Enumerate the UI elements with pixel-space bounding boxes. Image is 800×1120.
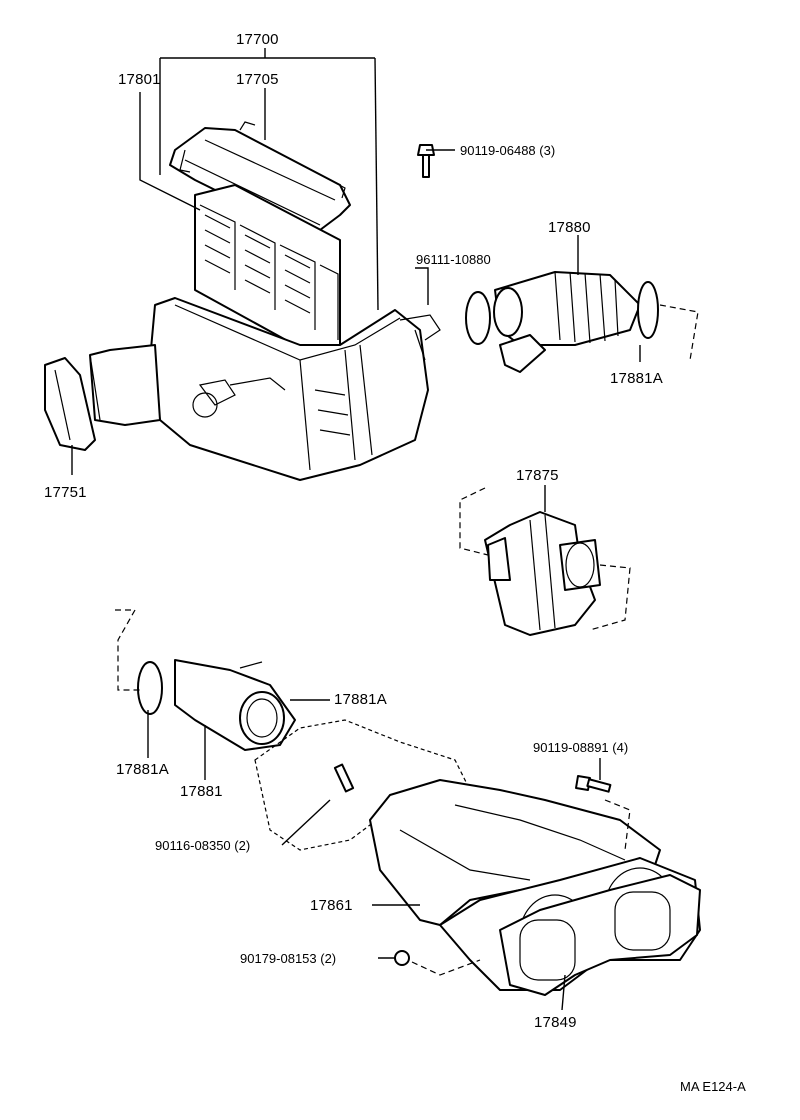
label-90119-06488: 90119-06488 (3): [460, 143, 555, 158]
air-inlet-17751: [44, 344, 161, 451]
label-17881a-left: 17881A: [116, 761, 169, 778]
air-filter-element-17801: [194, 184, 341, 346]
gasket-17849: [499, 874, 701, 996]
air-cleaner-cap-17705: [169, 121, 351, 233]
resonator-17875: [484, 511, 601, 636]
label-17881: 17881: [180, 783, 223, 800]
label-96111-10880: 96111-10880: [416, 252, 491, 267]
label-17751: 17751: [44, 484, 87, 501]
label-17881a-mid: 17881A: [334, 691, 387, 708]
label-17875: 17875: [516, 467, 559, 484]
label-90116-08350: 90116-08350 (2): [155, 838, 250, 853]
label-90119-08891: 90119-08891 (4): [533, 740, 628, 755]
dashed-alignment-lines: [115, 304, 699, 976]
label-90179-08153: 90179-08153 (2): [240, 951, 336, 966]
label-17880: 17880: [548, 219, 591, 236]
bolt-90119-08891: [575, 775, 612, 793]
label-17861: 17861: [310, 897, 353, 914]
label-17705: 17705: [236, 71, 279, 88]
air-cleaner-case: [149, 297, 441, 481]
label-17801: 17801: [118, 71, 161, 88]
intake-hose-17880: [465, 271, 659, 373]
bolt-90119-06488: [417, 144, 435, 178]
nut-90179-08153: [394, 950, 410, 966]
leader-lines: [71, 48, 641, 1011]
label-17849: 17849: [534, 1014, 577, 1031]
label-17700: 17700: [236, 31, 279, 48]
label-17881a-top: 17881A: [610, 370, 663, 387]
stud-90116-08350: [333, 763, 355, 793]
diagram-reference-code: MA E124-A: [680, 1079, 746, 1094]
intake-hose-17881: [137, 659, 296, 751]
